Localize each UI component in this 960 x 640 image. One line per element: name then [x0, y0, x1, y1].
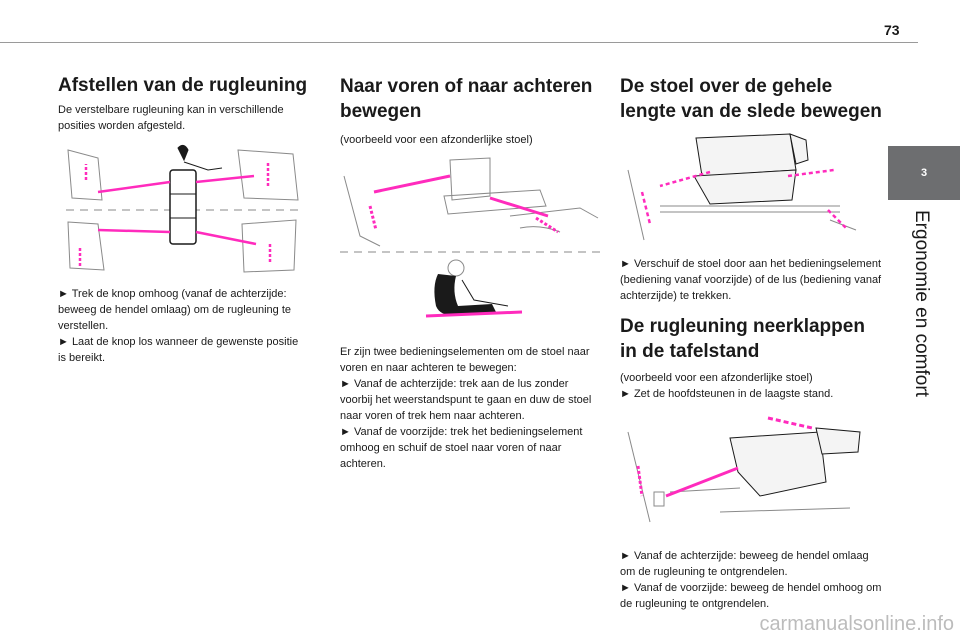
- step-1: ► Verschuif de stoel door aan het bedien…: [620, 258, 882, 302]
- section-title: De rugleuning neerklappen in de tafelsta…: [620, 316, 865, 362]
- section-intro: De verstelbare rugleuning kan in verschi…: [58, 104, 284, 132]
- section-full-length: De stoel over de gehele lengte van de sl…: [620, 74, 882, 612]
- step-2: ► Laat de knop los wanneer de gewenste p…: [58, 336, 299, 364]
- section-title: Naar voren of naar achteren bewegen: [340, 76, 593, 122]
- section-title: Afstellen van de rugleuning: [58, 75, 308, 96]
- step-1: ► Vanaf de achterzijde: beweeg de hendel…: [620, 550, 869, 578]
- section-forward-back: Naar voren of naar achteren bewegen (voo…: [340, 74, 602, 472]
- section-title: De stoel over de gehele lengte van de sl…: [620, 76, 882, 122]
- step-2: ► Vanaf de voorzijde: beweeg de hendel o…: [620, 582, 882, 610]
- step-2: ► Vanaf de voorzijde: trek het bediening…: [340, 426, 583, 470]
- chapter-title: Ergonomie en comfort: [911, 210, 932, 397]
- section-body: Er zijn twee bedieningselementen om de s…: [340, 346, 590, 374]
- full-length-slide-illustration: [627, 133, 857, 241]
- section-table-position: De rugleuning neerklappen in de tafelsta…: [620, 314, 882, 612]
- page-number: 73: [884, 22, 900, 38]
- watermark: carmanualsonline.info: [759, 613, 954, 635]
- section-intro: (voorbeeld voor een afzonderlijke stoel): [340, 134, 533, 146]
- section-backrest: Afstellen van de rugleuning De verstelba…: [58, 74, 308, 366]
- backrest-adjust-illustration: [66, 144, 300, 273]
- section-intro: (voorbeeld voor een afzonderlijke stoel): [620, 372, 813, 384]
- seat-slide-illustration: [340, 157, 602, 318]
- intro-step: ► Zet de hoofdsteunen in de laagste stan…: [620, 388, 834, 400]
- header-rule: [0, 42, 918, 43]
- chapter-tab[interactable]: 3: [888, 146, 960, 200]
- table-position-illustration: [627, 416, 861, 523]
- step-1: ► Trek de knop omhoog (vanaf de achterzi…: [58, 288, 291, 332]
- step-1: ► Vanaf de achterzijde: trek aan de lus …: [340, 378, 592, 422]
